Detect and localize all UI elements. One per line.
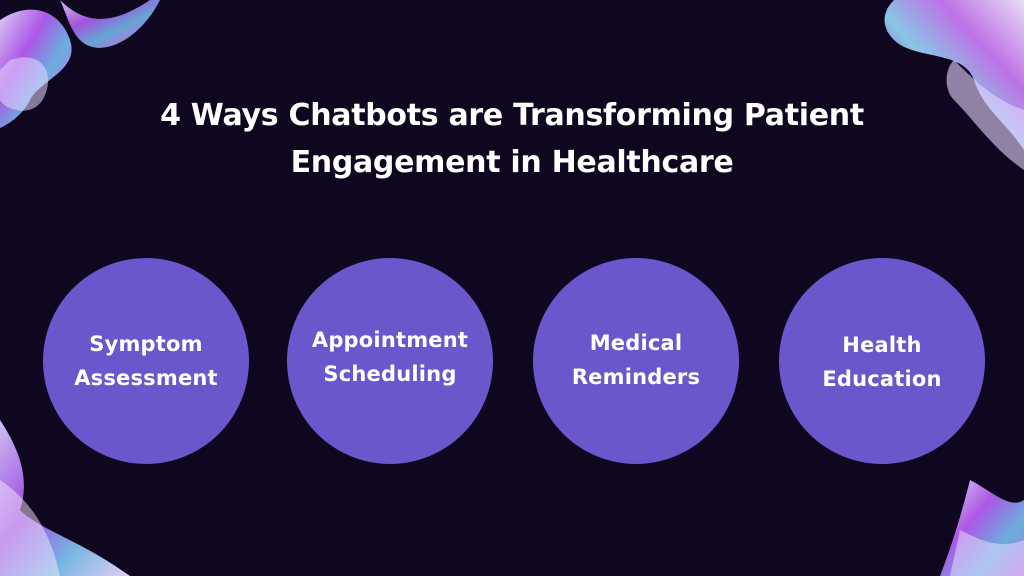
circle-label: Symptom Assessment: [66, 327, 226, 395]
circle-label-line-2: Scheduling: [323, 362, 457, 386]
page-title-line-2: Engagement in Healthcare: [290, 145, 734, 180]
circle-label-line-2: Reminders: [571, 365, 701, 389]
circle-label-line-2: Education: [822, 367, 942, 391]
circle-label-line-1: Appointment: [311, 328, 469, 352]
circle-health-education: Health Education: [779, 258, 985, 464]
circle-label-line-1: Health: [842, 333, 922, 357]
page-title-line-1: 4 Ways Chatbots are Transforming Patient: [160, 98, 864, 133]
circle-label-line-2: Assessment: [74, 366, 218, 390]
circle-label-line-1: Medical: [589, 331, 683, 355]
ribbon-decoration-top-left: [0, 0, 160, 128]
ribbon-decoration-top-right: [884, 0, 1024, 170]
circle-label: Health Education: [814, 328, 949, 396]
ribbon-decoration-bottom-left: [0, 420, 130, 576]
circle-label: Appointment Scheduling: [304, 323, 476, 391]
circle-medical-reminders: Medical Reminders: [533, 258, 739, 464]
page-title: 4 Ways Chatbots are Transforming Patient…: [112, 92, 912, 186]
circle-symptom-assessment: Symptom Assessment: [43, 258, 249, 464]
ribbon-decoration-bottom-right: [940, 480, 1024, 576]
circle-appointment-scheduling: Appointment Scheduling: [287, 258, 493, 464]
circle-label: Medical Reminders: [564, 326, 708, 394]
circle-label-line-1: Symptom: [89, 332, 203, 356]
